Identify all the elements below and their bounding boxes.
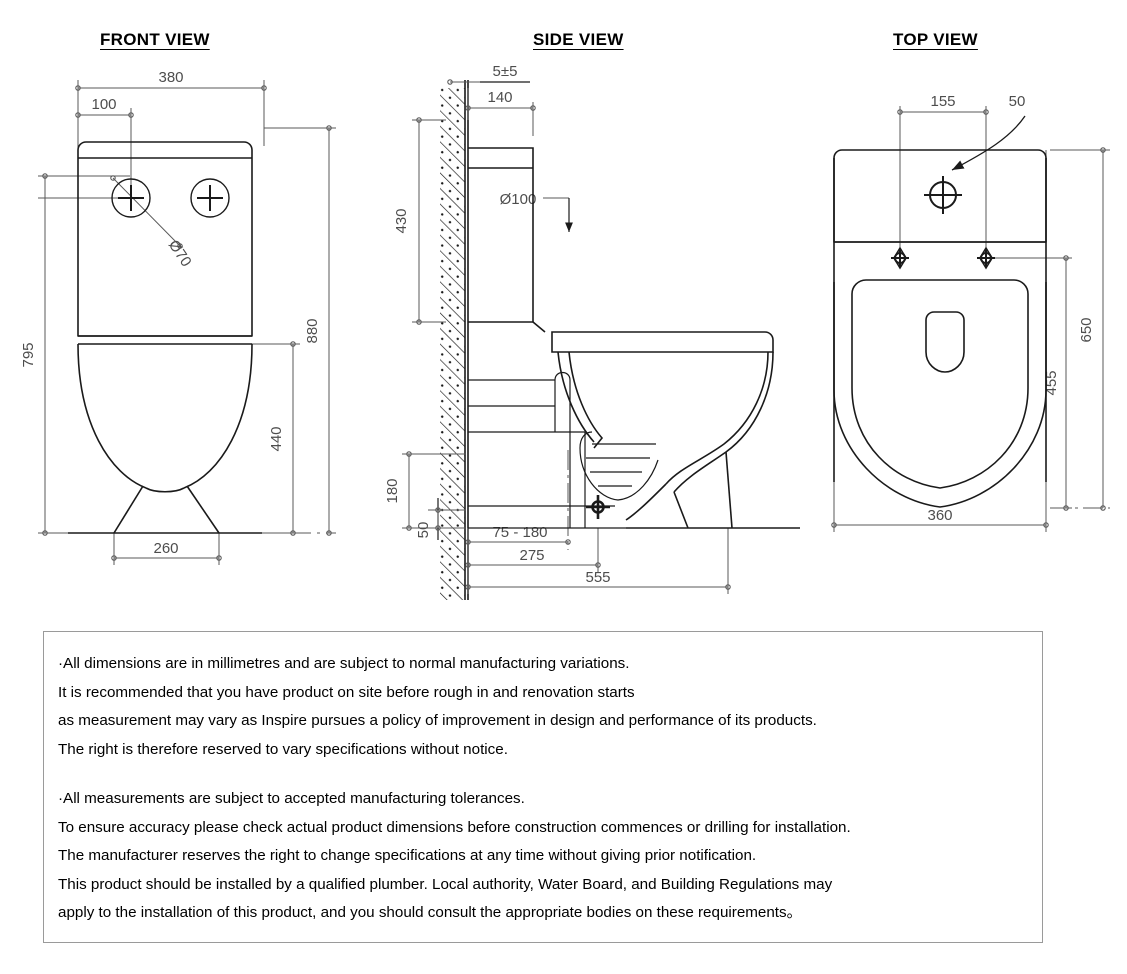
note-line: To ensure accuracy please check actual p… (58, 818, 851, 836)
dim-front-795: 795 (20, 342, 37, 367)
side-bolt-marker (586, 495, 610, 519)
top-cistern-outline (833, 149, 1047, 482)
top-fixing-bolt-left (891, 246, 909, 270)
dim-top-50: 50 (1009, 93, 1026, 110)
side-cistern-outline (468, 147, 546, 333)
note-line: The right is therefore reserved to vary … (58, 740, 508, 758)
side-trapway (468, 371, 659, 529)
dim-side-50: 50 (415, 522, 432, 539)
front-flush-button-left (111, 178, 151, 218)
note-line: as measurement may vary as Inspire pursu… (58, 712, 817, 729)
top-seat-aperture (925, 311, 965, 373)
dim-side-dia100: Ø100 (500, 191, 537, 208)
notes-box: ·All dimensions are in millimetres and a… (43, 631, 1043, 943)
front-pedestal-left (113, 485, 144, 534)
front-flush-button-right (190, 178, 230, 218)
dim-top-650: 650 (1078, 317, 1095, 342)
front-view-title: FRONT VIEW (100, 30, 210, 49)
top-bowl-rim-outline (833, 282, 1047, 508)
dim-side-140: 140 (487, 89, 512, 106)
note-line: apply to the installation of this produc… (58, 904, 802, 921)
top-view-title: TOP VIEW (893, 30, 978, 49)
side-wall-face (464, 80, 469, 600)
dim-top-360: 360 (927, 507, 952, 524)
dim-side-75-180: 75 - 180 (492, 524, 547, 541)
side-view-title: SIDE VIEW (533, 30, 624, 49)
dim-top-155: 155 (930, 93, 955, 110)
dim-side-430: 430 (393, 208, 410, 233)
note-line: ·All measurements are subject to accepte… (58, 790, 525, 807)
top-view-drawing: 155 50 650 455 360 (831, 93, 1110, 532)
side-wall-hatch (440, 88, 465, 600)
dim-top-455: 455 (1043, 370, 1060, 395)
dim-front-260: 260 (153, 540, 178, 557)
note-line: It is recommended that you have product … (58, 683, 635, 701)
dim-front-380: 380 (158, 69, 183, 86)
note-line: The manufacturer reserves the right to c… (58, 847, 757, 864)
dim-side-275: 275 (519, 547, 544, 564)
dim-front-880: 880 (304, 318, 321, 343)
dim-front-440: 440 (268, 426, 285, 451)
dim-side-555: 555 (585, 569, 610, 586)
top-fixing-bolt-right (977, 246, 995, 270)
dim-front-dia70: Ø70 (165, 237, 195, 270)
top-seat-outline (851, 279, 1029, 489)
front-cistern-outline (77, 141, 253, 337)
top-flush-hole (924, 176, 962, 214)
front-view-drawing: 380 100 795 880 440 260 Ø70 (20, 69, 336, 565)
front-pedestal-right (186, 485, 220, 534)
front-bowl-outline (68, 343, 262, 534)
side-view-drawing: 5±5 140 430 180 50 75 - 180 275 555 Ø100 (384, 63, 800, 600)
note-line: This product should be installed by a qu… (58, 875, 833, 893)
dim-front-100: 100 (91, 96, 116, 113)
side-bowl-outline (551, 331, 800, 529)
note-spacer (58, 764, 1026, 785)
dim-side-5pm5: 5±5 (493, 63, 518, 80)
note-line: ·All dimensions are in millimetres and a… (58, 655, 630, 672)
dim-side-180: 180 (384, 478, 401, 503)
